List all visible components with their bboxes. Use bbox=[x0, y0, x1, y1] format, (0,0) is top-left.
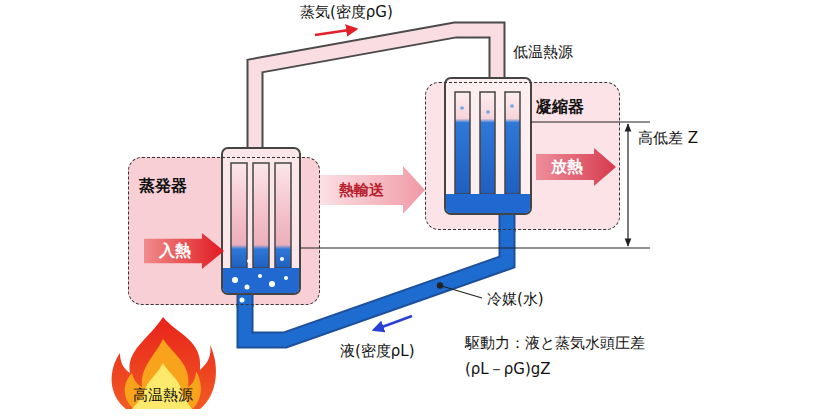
flame-middle bbox=[125, 339, 201, 409]
heat-release-text: 放熱 bbox=[551, 158, 583, 176]
evaporator-device bbox=[222, 148, 300, 303]
driving-force-label: 駆動力：液と蒸気水頭圧差 bbox=[465, 334, 645, 352]
height-difference-label: 高低差 Z bbox=[638, 129, 698, 147]
heat-transport-label: 熱輸送 bbox=[339, 181, 384, 199]
heat-input-arrow: 入熱 bbox=[144, 233, 224, 269]
heat-source-text: 高温熱源 bbox=[133, 386, 193, 404]
block-arrow-body bbox=[144, 233, 224, 269]
condenser-title: 凝縮器 bbox=[536, 98, 584, 116]
condenser-device bbox=[445, 78, 531, 214]
flame-inner bbox=[132, 363, 192, 409]
vapor-flow-arrow bbox=[315, 29, 356, 35]
heat-transport-arrow bbox=[320, 166, 425, 214]
liquid-flow-arrow bbox=[374, 316, 412, 330]
heat-source-flame: 高温熱源 bbox=[108, 315, 218, 410]
flame-outer bbox=[112, 317, 216, 409]
block-arrow-body bbox=[536, 148, 616, 186]
leader-line bbox=[440, 286, 482, 299]
heat-input-text: 入熱 bbox=[159, 242, 191, 260]
refrigerant-label: 冷媒(水) bbox=[487, 290, 544, 308]
liquid-label: 液(密度ρL) bbox=[340, 342, 415, 360]
heat-sink-heading: 低温熱源 bbox=[513, 43, 573, 61]
condenser-region: 低温熱源凝縮器放熱 bbox=[425, 82, 620, 230]
block-arrow-body bbox=[320, 166, 425, 214]
evaporator-title: 蒸発器 bbox=[139, 177, 187, 195]
evaporator-region: 蒸発器入熱 bbox=[128, 157, 320, 305]
driving-force-formula: (ρL－ρG)gZ bbox=[465, 360, 551, 378]
heat-release-arrow: 放熱 bbox=[536, 148, 616, 186]
vapor-label: 蒸気(密度ρG) bbox=[300, 3, 393, 21]
